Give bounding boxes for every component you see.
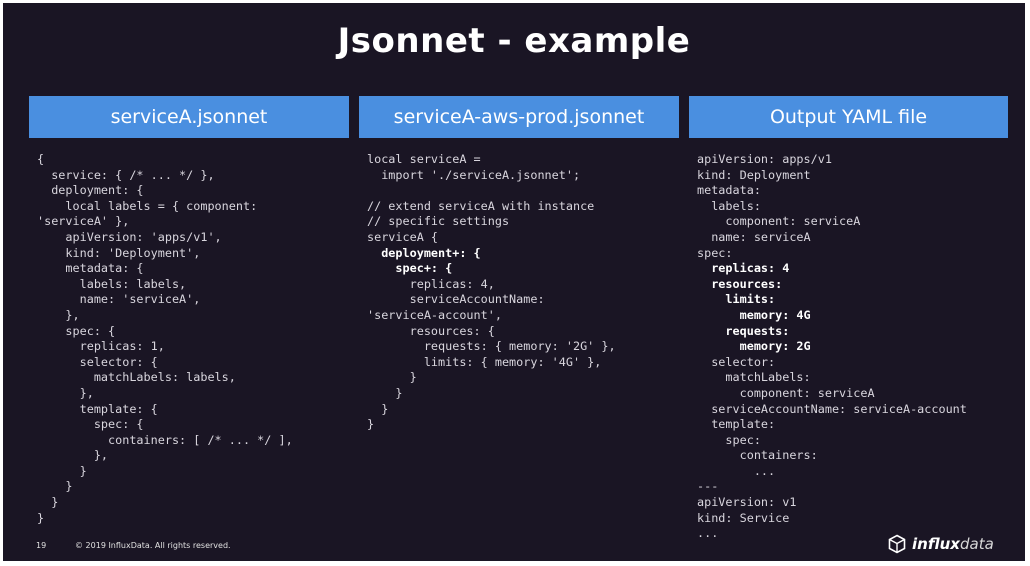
code-line: service: { /* ... */ }, [37, 167, 215, 182]
code-line: } [37, 510, 45, 525]
code-line: spec: { [37, 417, 144, 432]
code-line: } [367, 385, 403, 400]
code-line: } [367, 417, 375, 432]
code-line: apiVersion: apps/v1 [697, 152, 832, 166]
code-line: containers: [ /* ... */ ], [37, 432, 293, 447]
code-line: }, [37, 385, 94, 400]
code-line: selector: [697, 354, 776, 369]
column-header-servicea-jsonnet: serviceA.jsonnet [29, 96, 349, 138]
code-line: replicas: 4, [367, 276, 495, 291]
page-number: 19 [36, 541, 47, 550]
code-line: limits: { memory: '4G' }, [367, 354, 602, 369]
code-line: labels: labels, [37, 276, 187, 291]
code-line: { [37, 152, 45, 166]
code-line: } [367, 401, 389, 416]
code-line: ... [697, 463, 776, 478]
code-line: replicas: 4 [697, 261, 790, 276]
code-line: kind: Deployment [697, 167, 811, 182]
slide: Jsonnet - example serviceA.jsonnet servi… [3, 3, 1025, 561]
code-line: replicas: 1, [37, 339, 165, 354]
code-line: serviceAccountName: serviceA-account [697, 401, 967, 416]
code-line: serviceA { [367, 229, 439, 244]
code-line: } [37, 495, 59, 510]
code-line: ... [697, 526, 719, 541]
code-line: deployment+: { [367, 245, 481, 260]
code-line: resources: [697, 276, 783, 291]
code-line: selector: { [37, 354, 158, 369]
code-block-servicea-aws-prod-jsonnet: local serviceA = import './serviceA.json… [367, 152, 616, 433]
code-line: }, [37, 307, 80, 322]
code-line: requests: [697, 323, 790, 338]
code-line: metadata: { [37, 261, 144, 276]
code-line: 'serviceA' }, [37, 214, 130, 229]
code-line: import './serviceA.jsonnet'; [367, 167, 581, 182]
code-line: component: serviceA [697, 385, 875, 400]
code-line: --- [697, 479, 719, 494]
code-line: labels: [697, 198, 761, 213]
code-line: resources: { [367, 323, 495, 338]
column-header-output-yaml: Output YAML file [689, 96, 1008, 138]
code-line: containers: [697, 448, 818, 463]
code-line: } [367, 370, 417, 385]
code-line: memory: 4G [697, 307, 811, 322]
code-line: matchLabels: labels, [37, 370, 236, 385]
code-line: spec+: { [367, 261, 453, 276]
code-line: spec: { [37, 323, 116, 338]
code-line: name: 'serviceA', [37, 292, 201, 307]
code-line: name: serviceA [697, 229, 811, 244]
code-block-servicea-jsonnet: { service: { /* ... */ }, deployment: { … [37, 152, 293, 526]
code-line: } [37, 479, 73, 494]
column-header-servicea-aws-prod-jsonnet: serviceA-aws-prod.jsonnet [359, 96, 679, 138]
code-line: matchLabels: [697, 370, 811, 385]
code-line: apiVersion: v1 [697, 495, 797, 510]
influxdata-cube-icon [888, 534, 906, 554]
code-line: // specific settings [367, 214, 510, 229]
logo-wordmark: influxdata [912, 535, 994, 553]
code-line: metadata: [697, 183, 761, 198]
copyright-notice: © 2019 InfluxData. All rights reserved. [75, 541, 231, 550]
code-line: memory: 2G [697, 339, 811, 354]
code-line: spec: [697, 245, 733, 260]
code-line [367, 183, 616, 199]
code-line: template: { [37, 401, 158, 416]
code-line: requests: { memory: '2G' }, [367, 339, 616, 354]
slide-title: Jsonnet - example [337, 21, 691, 61]
code-line: kind: Service [697, 510, 790, 525]
code-line: component: serviceA [697, 214, 861, 229]
code-line: limits: [697, 292, 776, 307]
code-line: kind: 'Deployment', [37, 245, 201, 260]
code-line: apiVersion: 'apps/v1', [37, 229, 222, 244]
code-line: }, [37, 448, 109, 463]
code-line: // extend serviceA with instance [367, 198, 595, 213]
code-line: serviceAccountName: [367, 292, 545, 307]
code-line: template: [697, 417, 776, 432]
code-line: 'serviceA-account', [367, 307, 502, 322]
influxdata-logo: influxdata [887, 533, 994, 555]
code-line: spec: [697, 432, 761, 447]
code-line: } [37, 463, 87, 478]
code-line: deployment: { [37, 183, 144, 198]
code-line: local labels = { component: [37, 198, 258, 213]
code-line: local serviceA = [367, 152, 481, 166]
